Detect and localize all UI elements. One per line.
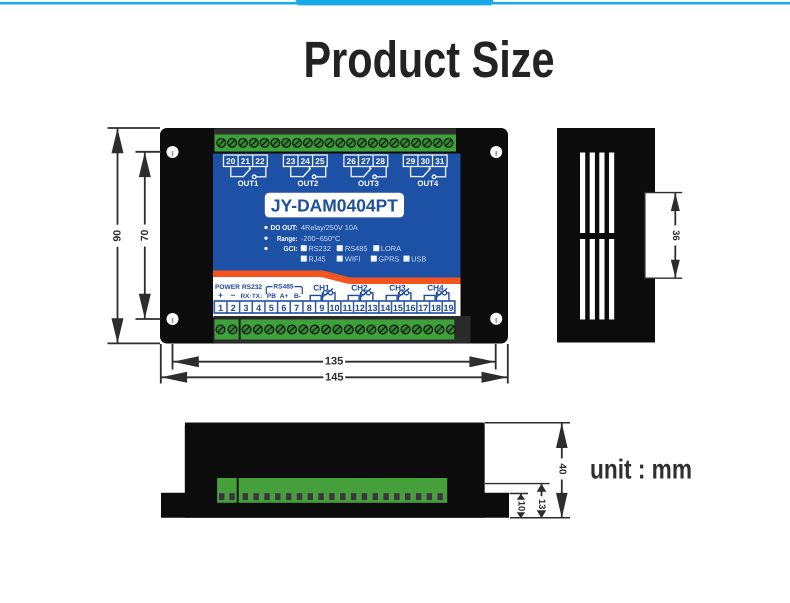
svg-text:23: 23: [286, 156, 296, 166]
svg-text:12: 12: [355, 303, 365, 313]
svg-text:25: 25: [315, 156, 325, 166]
svg-text:Range:: Range:: [277, 234, 298, 243]
svg-text:OUT1: OUT1: [238, 179, 259, 188]
svg-text:15: 15: [393, 303, 403, 313]
svg-text:40: 40: [556, 463, 567, 475]
svg-text:14: 14: [380, 303, 390, 313]
svg-text:16: 16: [406, 303, 416, 313]
svg-text:20: 20: [226, 156, 236, 166]
svg-text:13: 13: [368, 303, 378, 313]
svg-text:CH2: CH2: [351, 284, 368, 293]
svg-text:3: 3: [243, 303, 248, 313]
svg-text:28: 28: [376, 156, 386, 166]
svg-text:RS485: RS485: [345, 244, 368, 253]
svg-text:JY-DAM0404PT: JY-DAM0404PT: [271, 195, 398, 215]
svg-text:B-: B-: [294, 293, 301, 300]
svg-text:CH3: CH3: [389, 284, 406, 293]
svg-text:A+: A+: [280, 293, 289, 300]
svg-text:RX↑: RX↑: [241, 293, 253, 300]
svg-text:GCI:: GCI:: [284, 244, 298, 253]
svg-text:Product Size: Product Size: [304, 31, 555, 88]
svg-text:6: 6: [281, 303, 286, 313]
svg-text:RS485: RS485: [273, 283, 293, 290]
svg-text:unit : mm: unit : mm: [590, 454, 692, 485]
svg-text:18: 18: [431, 303, 441, 313]
svg-text:30: 30: [421, 156, 431, 166]
svg-text:7: 7: [294, 303, 299, 313]
svg-text:21: 21: [241, 156, 251, 166]
svg-text:10: 10: [515, 501, 526, 512]
svg-text:27: 27: [361, 156, 371, 166]
svg-text:RS232: RS232: [308, 244, 331, 253]
svg-text:4: 4: [256, 303, 261, 313]
svg-text:11: 11: [342, 303, 352, 313]
svg-text:19: 19: [444, 303, 454, 313]
svg-text:RJ45: RJ45: [308, 255, 325, 264]
svg-text:70: 70: [139, 229, 151, 241]
svg-text:CH1: CH1: [313, 284, 330, 293]
svg-text:90: 90: [112, 230, 124, 242]
svg-text:OUT4: OUT4: [417, 179, 438, 188]
svg-text:8: 8: [307, 303, 312, 313]
svg-text:CH4: CH4: [427, 284, 444, 293]
svg-text:PB: PB: [267, 293, 276, 300]
svg-text:LORA: LORA: [381, 244, 401, 253]
svg-text:26: 26: [347, 156, 357, 166]
svg-text:TX↓: TX↓: [252, 293, 263, 300]
svg-text:4Relay/250V 10A: 4Relay/250V 10A: [301, 223, 358, 232]
svg-text:145: 145: [325, 371, 343, 383]
svg-text:POWER: POWER: [215, 284, 240, 291]
svg-text:-200~650°C: -200~650°C: [301, 234, 340, 243]
svg-text:OUT2: OUT2: [298, 179, 319, 188]
svg-text:USB: USB: [411, 255, 426, 264]
svg-text:1: 1: [218, 303, 223, 313]
svg-text:36: 36: [670, 230, 681, 241]
svg-text:RS232: RS232: [242, 284, 262, 291]
svg-text:135: 135: [325, 356, 343, 368]
svg-text:2: 2: [231, 303, 236, 313]
svg-text:GPRS: GPRS: [378, 255, 399, 264]
svg-text:5: 5: [269, 303, 274, 313]
svg-text:31: 31: [435, 156, 445, 166]
svg-text:−: −: [231, 290, 236, 300]
svg-text:9: 9: [319, 303, 324, 313]
svg-text:DO OUT:: DO OUT:: [271, 223, 298, 232]
svg-text:24: 24: [301, 156, 311, 166]
svg-text:13: 13: [536, 499, 547, 510]
svg-text:WIFI: WIFI: [345, 255, 361, 264]
svg-text:10: 10: [330, 303, 340, 313]
svg-text:29: 29: [406, 156, 416, 166]
svg-text:22: 22: [255, 156, 265, 166]
svg-text:OUT3: OUT3: [358, 179, 379, 188]
svg-text:+: +: [218, 290, 223, 300]
svg-text:17: 17: [418, 303, 428, 313]
